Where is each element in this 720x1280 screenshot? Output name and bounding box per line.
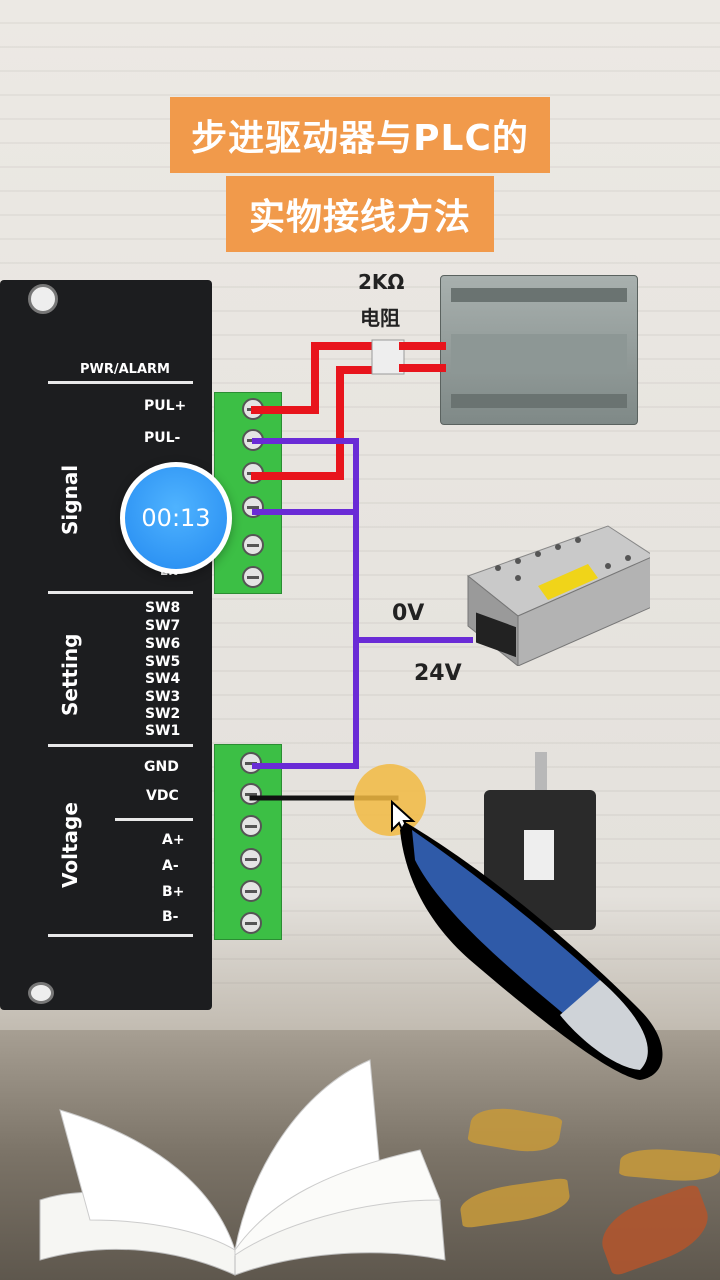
- divider: [48, 934, 193, 937]
- terminal-screw[interactable]: [242, 398, 264, 420]
- terminal-screw[interactable]: [240, 783, 262, 805]
- pin-label-vdc: VDC: [146, 788, 179, 804]
- stepper-driver: [0, 280, 212, 1010]
- sw-label: SW3: [145, 689, 181, 705]
- resistor-value-label: 2KΩ: [358, 270, 405, 294]
- sw-label: SW4: [145, 671, 181, 687]
- setting-section-label: Setting: [58, 633, 82, 717]
- label-24v: 24V: [414, 661, 462, 686]
- divider: [48, 381, 193, 384]
- mount-hole: [28, 982, 54, 1004]
- voltage-section-label: Voltage: [58, 802, 82, 888]
- terminal-screw[interactable]: [242, 462, 264, 484]
- terminal-screw[interactable]: [240, 752, 262, 774]
- terminal-screw[interactable]: [242, 566, 264, 588]
- pin-label-a-plus: A+: [162, 832, 185, 848]
- sw-label: SW7: [145, 618, 181, 634]
- pin-label-pul-minus: PUL-: [144, 430, 181, 446]
- sw-label: SW2: [145, 706, 181, 722]
- plc-panel: [451, 334, 627, 374]
- terminal-screw[interactable]: [242, 534, 264, 556]
- plc-connector-row: [451, 394, 627, 408]
- pin-label-b-minus: B-: [162, 909, 179, 925]
- timer-badge[interactable]: 00:13: [120, 462, 232, 574]
- signal-section-label: Signal: [58, 464, 82, 535]
- motor-shaft: [535, 752, 547, 792]
- divider: [48, 591, 193, 594]
- terminal-screw[interactable]: [240, 912, 262, 934]
- pin-label-a-minus: A-: [162, 858, 179, 874]
- terminal-screw[interactable]: [240, 880, 262, 902]
- pin-label-gnd: GND: [144, 759, 179, 775]
- power-terminal-block: [214, 744, 282, 940]
- label-0v: 0V: [392, 601, 425, 626]
- plc-connector-row: [451, 288, 627, 302]
- mount-hole: [28, 284, 58, 314]
- divider: [115, 818, 193, 821]
- plc-module: [440, 275, 638, 425]
- open-book-image: [39, 1059, 446, 1276]
- sw-label: SW1: [145, 723, 181, 739]
- pin-label-b-plus: B+: [162, 884, 185, 900]
- power-supply-image: [466, 525, 650, 666]
- stepper-motor-image: [484, 790, 596, 930]
- divider: [48, 744, 193, 747]
- motor-nameplate: [524, 830, 554, 880]
- sw-label: SW6: [145, 636, 181, 652]
- terminal-screw[interactable]: [242, 429, 264, 451]
- terminal-screw[interactable]: [240, 815, 262, 837]
- pwr-alarm-label: PWR/ALARM: [80, 362, 170, 377]
- title-line-1: 步进驱动器与PLC的: [170, 97, 550, 173]
- terminal-screw[interactable]: [242, 496, 264, 518]
- title-line-2: 实物接线方法: [226, 176, 494, 252]
- sw-label: SW5: [145, 654, 181, 670]
- sw-label: SW8: [145, 600, 181, 616]
- resistor-name-label: 电阻: [360, 306, 400, 330]
- pin-label-pul-plus: PUL+: [144, 398, 187, 414]
- terminal-screw[interactable]: [240, 848, 262, 870]
